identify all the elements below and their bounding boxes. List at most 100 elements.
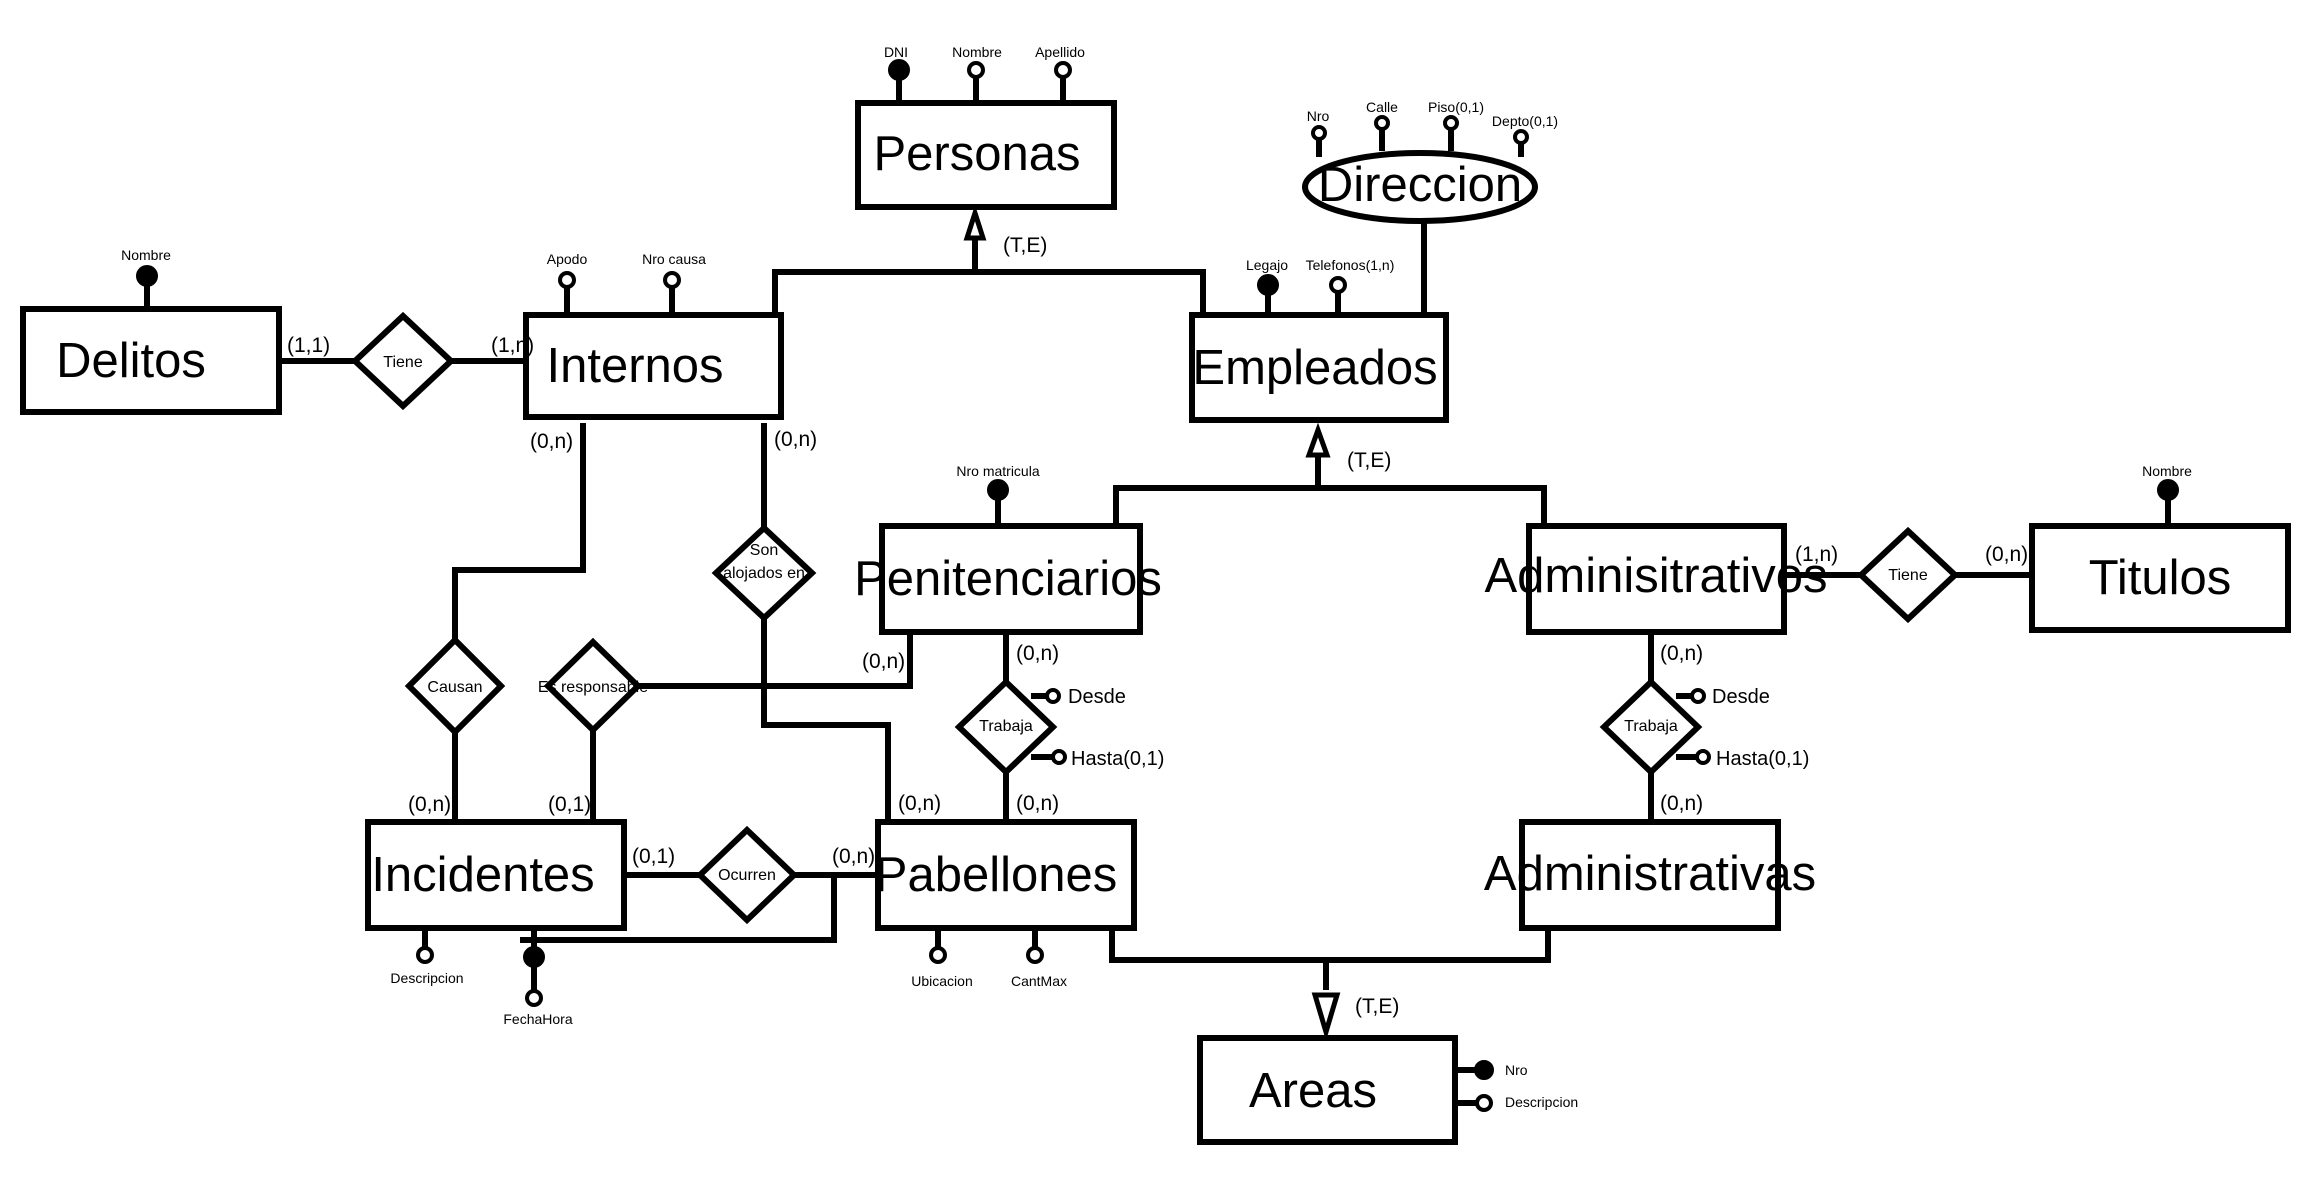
attribute-label: Nro causa <box>642 251 706 267</box>
entity-administrativas: Administrativas <box>1484 819 1816 931</box>
relationship-label: Causan <box>427 679 482 696</box>
relationship-ocurren: Ocurren <box>695 825 799 925</box>
attribute-label: Depto(0,1) <box>1492 113 1558 129</box>
entity-pabellones: Pabellones <box>875 819 1137 931</box>
attribute-marker <box>1690 688 1706 704</box>
attribute-label: Desde <box>1068 686 1126 708</box>
attribute-label: Apellido <box>1035 44 1085 60</box>
entity-label: Administrativas <box>1484 847 1816 901</box>
attribute-marker <box>1374 115 1390 131</box>
cardinality-label: (0,n) <box>1016 642 1059 665</box>
attribute-marker <box>1311 125 1327 141</box>
attribute-label: FechaHora <box>503 1011 572 1027</box>
entity-label: Adminisitrativos <box>1484 549 1827 603</box>
cardinality-label: (0,n) <box>1985 543 2028 566</box>
attribute-marker <box>663 271 681 289</box>
cardinality-label: (0,n) <box>1016 792 1059 815</box>
cardinality-label: (1,n) <box>1795 543 1838 566</box>
cardinality-label: (0,n) <box>862 650 905 673</box>
composite-attribute-direccion: Direccion <box>1302 150 1538 224</box>
attribute-markers <box>136 59 2179 1112</box>
hierarchy-label: (T,E) <box>1355 995 1399 1018</box>
attribute-label: Piso(0,1) <box>1428 99 1484 115</box>
cardinality-label: (0,1) <box>632 845 675 868</box>
areas-hierarchy-arrow <box>1311 992 1341 1041</box>
attribute-label: Legajo <box>1246 257 1288 273</box>
cardinality-label: (0,n) <box>774 428 817 451</box>
relationship-tiene-delitos: Tiene <box>350 311 456 411</box>
attribute-marker <box>1443 115 1459 131</box>
connector-lines <box>144 70 2171 1106</box>
attribute-label: Hasta(0,1) <box>1716 748 1809 770</box>
attribute-label: Descripcion <box>390 970 463 986</box>
attribute-marker <box>525 989 543 1007</box>
relationship-trabaja-penitenciarios: Trabaja <box>954 677 1058 777</box>
attribute-marker <box>416 946 434 964</box>
cardinality-label: (0,1) <box>548 793 591 816</box>
entity-label: Internos <box>546 339 723 393</box>
hierarchy-label: (T,E) <box>1003 234 1047 257</box>
attribute-label: CantMax <box>1011 973 1067 989</box>
attribute-label: DNI <box>884 44 908 60</box>
cardinality-labels: (1,1) (1,n) (0,n) (0,n) (0,n) (0,1) (0,n… <box>287 234 2028 1018</box>
relationship-label-line1: Son <box>750 542 778 559</box>
entity-label: Penitenciarios <box>854 552 1162 606</box>
relationship-causan: Causan <box>404 635 506 737</box>
cardinality-label: (0,n) <box>408 793 451 816</box>
cardinality-label: (0,n) <box>832 845 875 868</box>
attribute-marker <box>967 61 985 79</box>
attribute-marker <box>1475 1094 1493 1112</box>
relationship-label: Tiene <box>383 354 423 371</box>
cardinality-label: (1,n) <box>491 334 534 357</box>
hierarchy-arrows <box>963 204 1341 1041</box>
attribute-label: Hasta(0,1) <box>1071 748 1164 770</box>
attribute-labels: DNI Nombre Apellido Nro Calle Piso(0,1) … <box>121 44 2192 1110</box>
key-attribute-marker <box>2157 479 2179 501</box>
attribute-label: Nro <box>1307 108 1330 124</box>
attribute-marker <box>1026 946 1044 964</box>
entity-label: Incidentes <box>371 848 594 902</box>
relationship-es-responsable: Es responsable <box>538 637 648 735</box>
entity-titulos: Titulos <box>2029 523 2291 633</box>
relationship-label-line2: alojados en <box>723 565 805 582</box>
relationship-label: Trabaja <box>979 718 1033 735</box>
entity-label: Areas <box>1249 1064 1377 1118</box>
relationship-label: Trabaja <box>1624 718 1678 735</box>
cardinality-label: (0,n) <box>1660 642 1703 665</box>
attribute-label: Descripcion <box>1505 1094 1578 1110</box>
cardinality-label: (1,1) <box>287 334 330 357</box>
entity-label: Titulos <box>2089 551 2232 605</box>
entity-incidentes: Incidentes <box>365 819 627 931</box>
attribute-marker <box>1329 276 1347 294</box>
attribute-marker <box>558 271 576 289</box>
attribute-label: Desde <box>1712 686 1770 708</box>
attribute-label: Nro matricula <box>956 463 1039 479</box>
direccion-label: Direccion <box>1318 158 1522 212</box>
relationship-tiene-titulos: Tiene <box>1856 526 1960 624</box>
key-attribute-marker <box>888 59 910 81</box>
key-attribute-marker <box>987 479 1009 501</box>
key-attribute-marker <box>136 265 158 287</box>
attribute-label: Nombre <box>952 44 1002 60</box>
cardinality-label: (0,n) <box>898 792 941 815</box>
attribute-marker <box>1054 61 1072 79</box>
entity-label: Pabellones <box>875 848 1117 902</box>
relationship-label: Ocurren <box>718 867 776 884</box>
cardinality-label: (0,n) <box>1660 792 1703 815</box>
hierarchy-label: (T,E) <box>1347 449 1391 472</box>
entity-label: Personas <box>873 127 1080 181</box>
entity-internos: Internos <box>523 312 784 420</box>
attribute-label: Calle <box>1366 99 1398 115</box>
attribute-marker <box>1051 749 1067 765</box>
relationship-label: Tiene <box>1888 567 1928 584</box>
key-attribute-marker <box>1474 1060 1494 1080</box>
attribute-label: Nombre <box>121 247 171 263</box>
attribute-label: Apodo <box>547 251 588 267</box>
relationship-label: Es responsable <box>538 679 648 696</box>
entity-administrativos: Adminisitrativos <box>1484 523 1828 635</box>
entity-penitenciarios: Penitenciarios <box>854 523 1162 635</box>
relationship-trabaja-administrativos: Trabaja <box>1599 677 1703 777</box>
entity-areas: Areas <box>1197 1035 1458 1145</box>
entity-empleados: Empleados <box>1189 312 1449 423</box>
